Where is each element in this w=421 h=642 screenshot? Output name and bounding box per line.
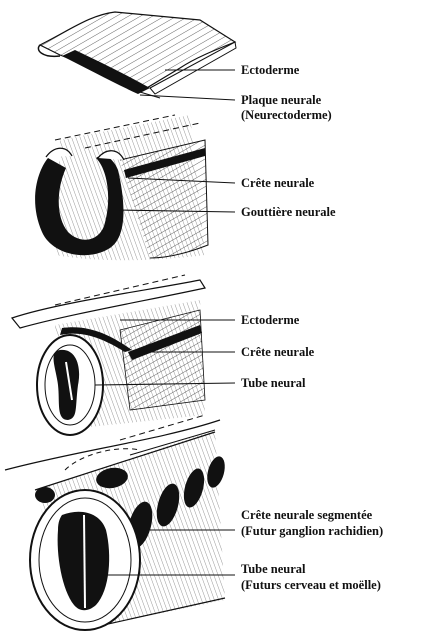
label-plaque-neurale: Plaque neurale	[241, 93, 321, 108]
stage2-neural-groove-drawing	[35, 115, 235, 260]
label-crete-neurale-3: Crête neurale	[241, 345, 314, 360]
plate-surface	[40, 12, 235, 92]
stage4-segmented-crest-drawing	[5, 415, 235, 630]
label-tube-neural-4: Tube neural	[241, 562, 306, 577]
label-neurectoderme: (Neurectoderme)	[241, 108, 332, 123]
label-futur-ganglion: (Futur ganglion rachidien)	[241, 524, 383, 539]
label-tube-neural-3: Tube neural	[241, 376, 306, 391]
label-futurs-cerveau: (Futurs cerveau et moëlle)	[241, 578, 381, 593]
stage1-neural-plate-drawing	[38, 12, 236, 100]
leader-plaque	[140, 95, 235, 100]
label-gouttiere-neurale: Gouttière neurale	[241, 205, 336, 220]
label-crete-segmentee: Crête neurale segmentée	[241, 508, 372, 523]
label-ectoderme-3: Ectoderme	[241, 313, 299, 328]
stage3-neural-tube-drawing	[12, 275, 235, 435]
label-crete-neurale-2: Crête neurale	[241, 176, 314, 191]
label-ectoderme-1: Ectoderme	[241, 63, 299, 78]
